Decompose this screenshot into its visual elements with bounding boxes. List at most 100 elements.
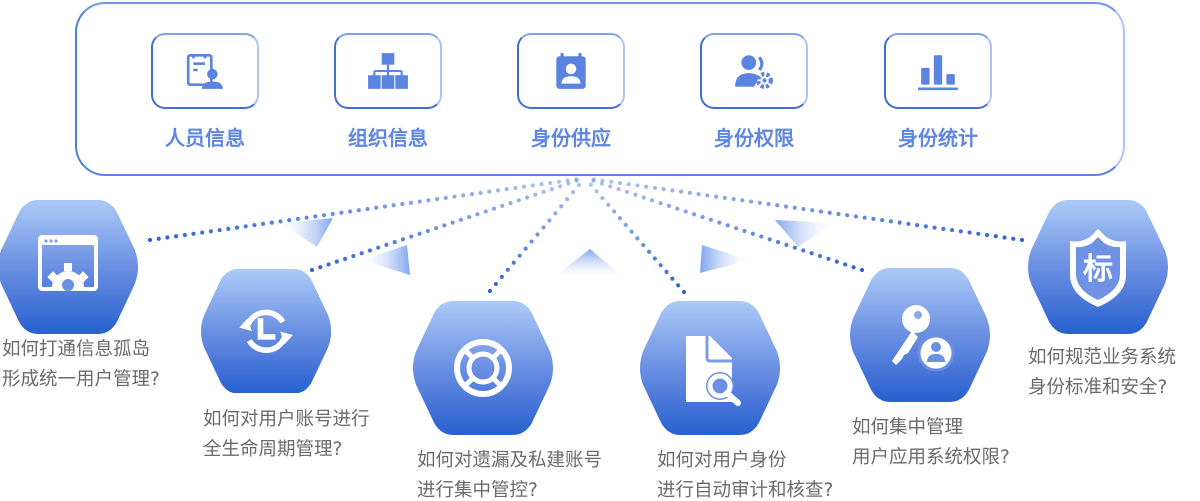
question-line-2: 进行自动审计和核查? bbox=[657, 480, 834, 501]
connector-dot bbox=[993, 234, 998, 239]
connector-dot bbox=[915, 223, 920, 228]
connector-dot bbox=[450, 220, 455, 225]
connector-dot bbox=[504, 187, 509, 192]
connector-dot bbox=[533, 192, 538, 197]
connector-dot bbox=[356, 208, 361, 213]
connector-dot bbox=[818, 209, 824, 214]
connector-dot bbox=[683, 209, 688, 214]
connector-dot bbox=[759, 234, 764, 239]
connector-dot bbox=[897, 220, 902, 225]
connector-dot bbox=[523, 246, 528, 251]
connector-dot bbox=[644, 184, 649, 189]
question-badge-6: 标 bbox=[1028, 200, 1168, 338]
question-line-2: 形成统一用户管理? bbox=[2, 369, 160, 390]
connector-dot bbox=[733, 226, 739, 231]
question-text: 如何对用户账号进行全生命周期管理? bbox=[203, 405, 370, 465]
connector-dot bbox=[326, 262, 331, 267]
connector-dot bbox=[700, 214, 705, 220]
connector-dot bbox=[500, 203, 505, 208]
connector-dot bbox=[687, 190, 692, 195]
connector-dot bbox=[367, 248, 373, 253]
connector-dot bbox=[783, 204, 789, 209]
connector-dot bbox=[556, 179, 562, 184]
connector-dot bbox=[616, 187, 621, 192]
connector-dot bbox=[409, 234, 414, 239]
connector-dot bbox=[681, 289, 687, 295]
connector-dot bbox=[714, 194, 719, 199]
connector-dot bbox=[717, 220, 722, 225]
connector-dot bbox=[351, 253, 356, 259]
connector-dot bbox=[517, 253, 522, 258]
connector-dot bbox=[535, 232, 540, 237]
connector-dot bbox=[670, 188, 675, 193]
connector-dot bbox=[426, 198, 431, 203]
connector-dot bbox=[757, 200, 762, 205]
connector-dot bbox=[859, 267, 865, 273]
connector-dot bbox=[809, 251, 814, 256]
connector-dot bbox=[443, 195, 448, 200]
connector-dot bbox=[334, 259, 339, 264]
question-text: 如何规范业务系统身份标准和安全? bbox=[1028, 343, 1176, 403]
connector-dot bbox=[304, 215, 309, 220]
connector-dot bbox=[548, 180, 553, 186]
connector-dot bbox=[382, 204, 387, 209]
question-line-1: 如何对遗漏及私建账号 bbox=[417, 450, 603, 471]
connector-dot bbox=[469, 192, 474, 197]
connector-dot bbox=[442, 223, 447, 228]
connector-dot bbox=[767, 237, 772, 242]
connector-dot bbox=[845, 213, 850, 218]
connector-dot bbox=[433, 226, 439, 231]
org-chart-icon bbox=[368, 53, 408, 89]
connector-dot bbox=[612, 209, 617, 214]
connector-dot bbox=[516, 198, 521, 203]
connector-dot bbox=[374, 205, 379, 210]
connector-dot bbox=[208, 229, 213, 234]
connector-dot bbox=[549, 187, 555, 192]
connector-dot bbox=[452, 194, 457, 199]
connector-dot bbox=[624, 189, 630, 195]
connector-dot bbox=[708, 217, 714, 222]
connector-dot bbox=[810, 208, 815, 213]
connector-dot bbox=[493, 281, 499, 287]
arrow-triangle bbox=[280, 218, 333, 247]
connector-dot bbox=[1019, 237, 1025, 243]
module-tile-1[interactable] bbox=[151, 33, 259, 109]
connector-dot bbox=[666, 203, 672, 208]
id-badge-icon bbox=[556, 53, 586, 89]
connector-dot bbox=[321, 213, 327, 218]
connector-dot bbox=[658, 200, 663, 206]
connector-dot bbox=[417, 199, 422, 204]
connector-dot bbox=[834, 259, 839, 264]
module-label: 身份权限 bbox=[714, 126, 794, 150]
question-badge-3 bbox=[413, 301, 553, 439]
module-tile-3[interactable] bbox=[517, 33, 625, 109]
connector-dot bbox=[392, 240, 397, 245]
question-line-1: 如何对用户账号进行 bbox=[203, 409, 370, 430]
module-tile-5[interactable] bbox=[884, 33, 992, 109]
module-label: 组织信息 bbox=[348, 126, 428, 150]
connector-dot bbox=[571, 190, 576, 195]
connector-dot bbox=[400, 201, 405, 207]
connector-dot bbox=[766, 201, 771, 207]
module-tile-4[interactable] bbox=[700, 33, 808, 109]
connector-dot bbox=[174, 234, 179, 239]
connector-dot bbox=[676, 283, 681, 288]
connector-dot bbox=[384, 242, 389, 248]
question-line-2: 用户应用系统权限? bbox=[852, 447, 1010, 468]
bar-stats-icon bbox=[918, 55, 958, 91]
connector-dot bbox=[591, 178, 596, 183]
connector-dot bbox=[617, 180, 623, 186]
connector-dot bbox=[827, 210, 832, 215]
question-text: 如何打通信息孤岛形成统一用户管理? bbox=[2, 335, 160, 395]
connector-dot bbox=[478, 190, 483, 195]
connector-dot bbox=[565, 178, 570, 183]
connector-dot bbox=[559, 204, 564, 209]
question-badge-2 bbox=[200, 268, 332, 398]
question-line-1: 如何打通信息孤岛 bbox=[2, 339, 151, 360]
connector-dot bbox=[539, 182, 544, 187]
module-tile-2[interactable] bbox=[334, 33, 442, 109]
question-line-1: 如何规范业务系统 bbox=[1028, 347, 1177, 368]
connector-dot bbox=[524, 195, 530, 200]
connector-dot bbox=[617, 216, 623, 221]
